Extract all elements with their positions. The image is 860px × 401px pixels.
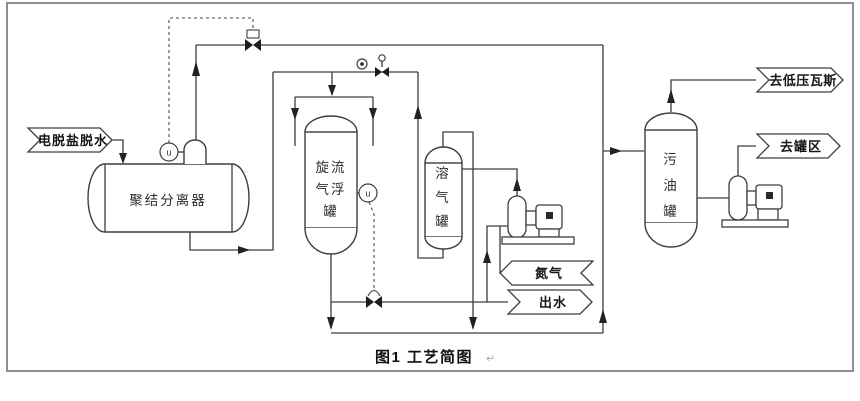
lp-gas-banner-shape: [755, 67, 844, 93]
pump2-motor-foot-icon: [757, 208, 779, 221]
pump-dissolved-gas: [501, 195, 575, 245]
hv1-body-left-icon: [375, 67, 382, 77]
arrow-overhead-up: [667, 89, 675, 103]
lc2-tag: u: [365, 189, 370, 199]
coalescer-label: 聚结分离器: [129, 192, 207, 208]
pipe-separator-outlet: [189, 72, 274, 251]
level-controller-separator: u: [159, 142, 179, 162]
pump2-coupling-icon: [746, 190, 757, 206]
signal-lc1-to-valve: [168, 17, 254, 143]
caption-paragraph-mark: ↵: [486, 353, 495, 365]
cv2-body-left-icon: [366, 296, 374, 308]
pump-slop-oil: [721, 175, 789, 228]
gas-tank-top-dome: [424, 146, 463, 164]
pump1-motor-foot-icon: [538, 228, 560, 238]
water-out-banner-label: 出水: [539, 295, 567, 310]
flow-arrows: [119, 61, 675, 330]
pump2-baseplate-icon: [721, 219, 789, 228]
feed-banner-shape: [26, 127, 113, 153]
nitrogen-banner-label: 氮气: [535, 266, 563, 281]
gauge-dot-icon: [360, 62, 364, 66]
pressure-gauge: [356, 58, 368, 70]
pump1-baseplate-icon: [501, 236, 575, 245]
cv2-actuator-icon: [367, 289, 381, 297]
feed-banner-label: 电脱盐脱水: [38, 133, 108, 148]
arrow-feed-down: [119, 153, 127, 164]
arrow-discharge-up: [513, 178, 521, 191]
pipe-gas-tank-vent: [442, 131, 474, 328]
slop-tank-label-2: 油: [663, 178, 679, 193]
flotation-label-2: 气浮: [316, 182, 347, 197]
gas-tank-label-2: 气: [435, 190, 451, 205]
arrow-slop-inlet: [610, 147, 622, 155]
pipe-gas-tank-outlet-riser: [417, 72, 444, 259]
arrow-manifold-right: [369, 108, 377, 120]
hand-valve-flotation-inlet: [375, 54, 389, 77]
lc1-tag: u: [166, 148, 171, 158]
lc1-bubble-icon: [159, 142, 179, 162]
hv1-handwheel-icon: [378, 54, 386, 62]
pipe-pump2-discharge: [737, 145, 756, 176]
figure-caption: 图1 工艺简图: [375, 348, 473, 366]
hv1-body-right-icon: [382, 67, 389, 77]
flotation-bottom-dome: [304, 227, 358, 255]
arrow-suction-up: [483, 250, 491, 263]
gas-tank-label-3: 罐: [435, 214, 451, 229]
arrow-flotation-bottom: [327, 317, 335, 330]
arrow-slop-riser-up: [599, 309, 607, 323]
cv1-body-left-icon: [245, 39, 253, 51]
slop-tank-label-3: 罐: [663, 204, 679, 219]
pump2-motor-mark-icon: [766, 192, 773, 199]
banner-to-lp-gas: 去低压瓦斯: [755, 67, 844, 93]
control-valve-gas-line: [245, 29, 261, 51]
arrow-gas-up: [192, 61, 200, 76]
slop-tank-bottom-dome: [644, 222, 698, 248]
pump1-motor-mark-icon: [546, 212, 553, 219]
tank-area-banner-shape: [755, 133, 841, 159]
flotation-label-1: 旋流: [316, 160, 347, 175]
signal-lc2-to-valve: [368, 201, 375, 288]
gas-tank-bottom-dome: [424, 236, 463, 250]
pump1-casing-icon: [507, 195, 527, 239]
flotation-top-dome: [304, 115, 358, 133]
pipe-pump1-suction: [486, 225, 508, 302]
arrow-manifold-feed: [328, 85, 336, 96]
vessel-flotation-tank: 旋流 气浮 罐: [304, 115, 358, 255]
vessel-coalescer: 聚结分离器: [87, 139, 250, 233]
lp-gas-banner-label: 去低压瓦斯: [769, 73, 837, 88]
banner-water-out: 出水: [506, 289, 593, 315]
flotation-label-3: 罐: [323, 204, 339, 219]
vessel-dissolved-gas-tank: 溶 气 罐: [424, 146, 463, 250]
flotation-shell: [304, 131, 358, 229]
nitrogen-banner-shape: [499, 260, 595, 286]
banner-to-tank-area: 去罐区: [755, 133, 841, 159]
cv1-body-right-icon: [253, 39, 261, 51]
pump1-coupling-icon: [525, 210, 537, 226]
slop-tank-top-dome: [644, 112, 698, 131]
vessel-slop-oil-tank: 污 油 罐: [644, 112, 698, 248]
arrow-separator-outlet: [238, 246, 250, 254]
water-out-banner-shape: [506, 289, 593, 315]
slop-tank-shell: [644, 129, 698, 224]
level-controller-flotation: u: [358, 183, 378, 203]
coalescer-standpipe: [183, 139, 207, 164]
slop-tank-label-1: 污: [663, 152, 679, 167]
tank-area-banner-label: 去罐区: [780, 139, 822, 154]
gas-tank-shell: [424, 162, 463, 238]
cv1-actuator-icon: [246, 29, 260, 39]
pump2-casing-icon: [728, 175, 748, 221]
arrow-vent-down: [469, 317, 477, 330]
banner-nitrogen: 氮气: [499, 260, 595, 286]
banner-feed: 电脱盐脱水: [26, 127, 113, 153]
lc2-bubble-icon: [358, 183, 378, 203]
cv2-body-right-icon: [374, 296, 382, 308]
gas-tank-label-1: 溶: [435, 166, 451, 181]
arrow-riser-up: [414, 105, 422, 119]
control-valve-water-out: [366, 289, 382, 308]
arrow-manifold-left: [291, 108, 299, 120]
